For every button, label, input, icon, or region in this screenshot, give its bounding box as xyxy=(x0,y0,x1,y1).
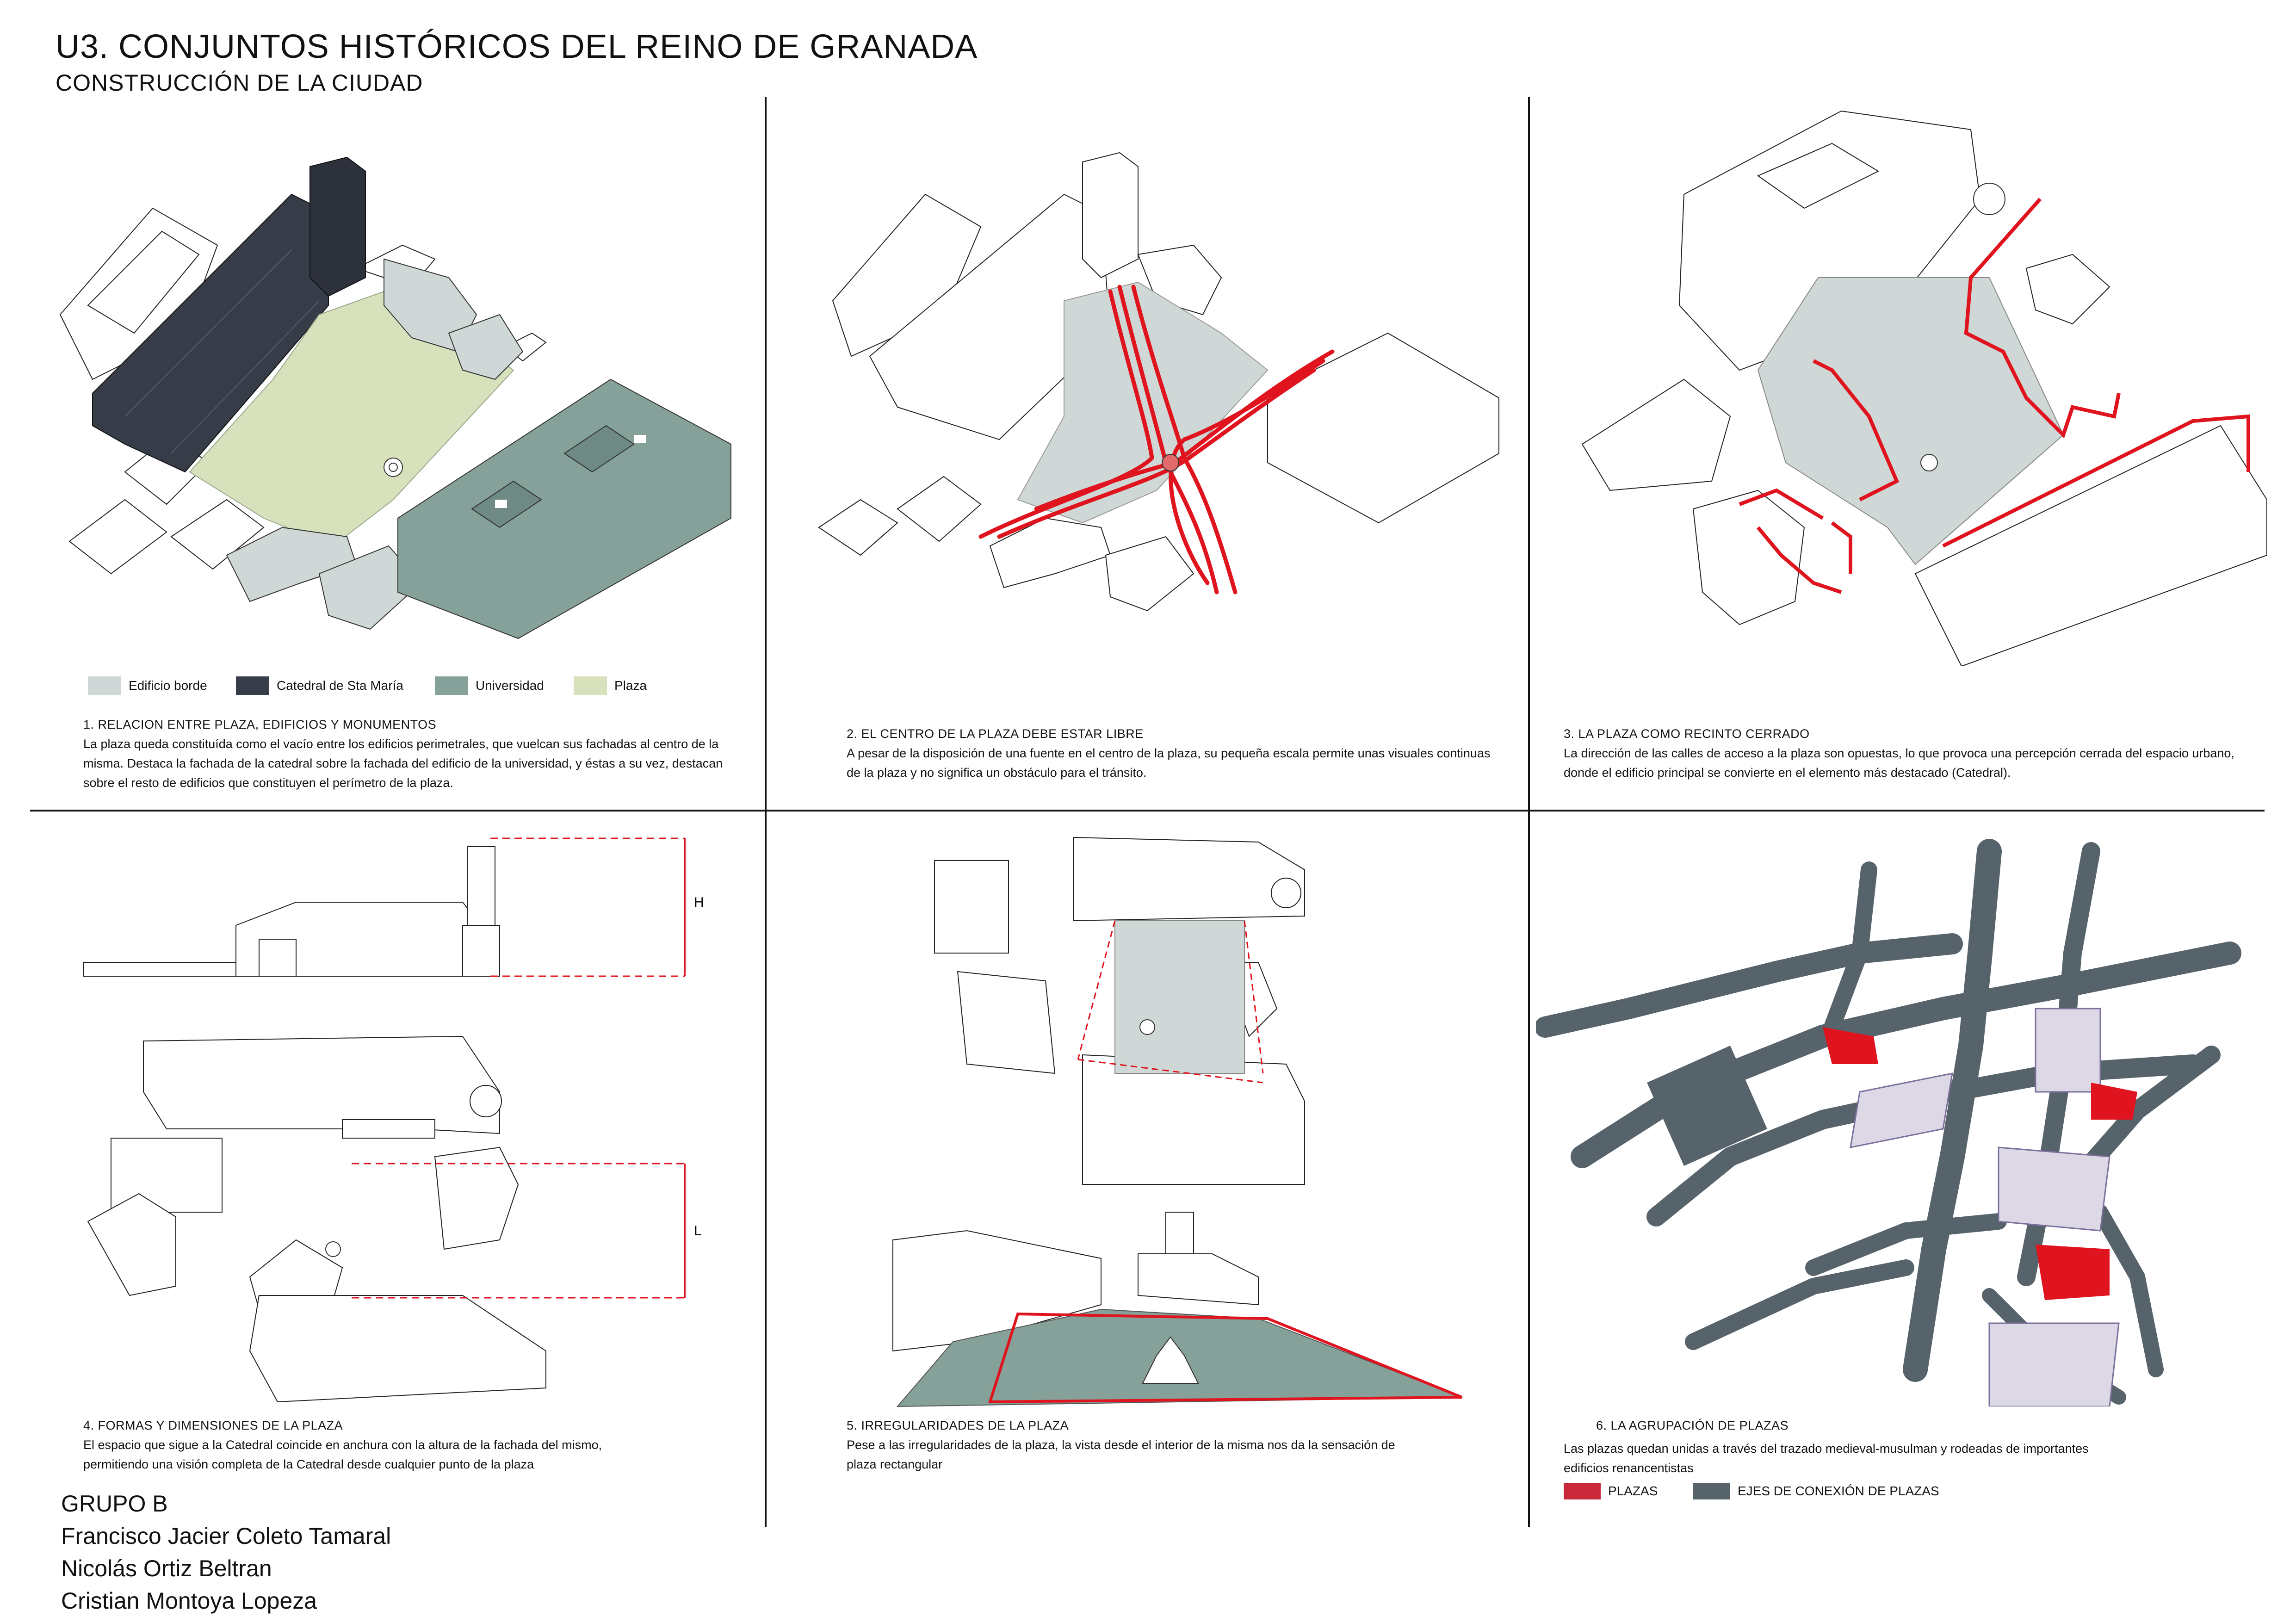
surrounding-building xyxy=(1998,1146,2110,1232)
dome-icon xyxy=(1973,183,2005,215)
surrounding-building xyxy=(2035,1008,2101,1093)
university-mass xyxy=(397,378,731,639)
caption-body: La dirección de las calles de acceso a l… xyxy=(1564,746,2234,780)
length-label: L xyxy=(694,1223,702,1239)
caption-6-heading: 6. LA AGRUPACIÓN DE PLAZAS xyxy=(1596,1416,2128,1435)
authors-block: GRUPO B Francisco Jacier Coleto Tamaral … xyxy=(61,1487,391,1617)
surrounding-building xyxy=(1988,1322,2120,1406)
legend-swatch xyxy=(88,676,121,695)
buildings-3 xyxy=(1581,110,2267,666)
legend-label: Catedral de Sta María xyxy=(277,678,403,693)
legend-label: EJES DE CONEXIÓN DE PLAZAS xyxy=(1738,1484,1939,1498)
length-dimension xyxy=(352,1163,685,1299)
border-buildings-1 xyxy=(226,258,524,630)
legend-swatch xyxy=(1564,1483,1601,1499)
caption-heading: 6. LA AGRUPACIÓN DE PLAZAS xyxy=(1596,1419,1789,1432)
cathedral-mass xyxy=(92,156,366,473)
enclosure-outline xyxy=(1739,198,2250,594)
legend-plazas: PLAZAS xyxy=(1564,1483,1658,1499)
legend-universidad: Universidad xyxy=(435,676,544,695)
height-dimension xyxy=(490,837,685,977)
caption-body: A pesar de la disposición de una fuente … xyxy=(847,746,1491,780)
perceived-rectangle xyxy=(988,1312,1463,1404)
plan-drawing xyxy=(87,1035,546,1403)
plaza-surface-2 xyxy=(1017,281,1269,524)
poster-title: U3. CONJUNTOS HISTÓRICOS DEL REINO DE GR… xyxy=(56,28,978,65)
diagram-6-plaza-network xyxy=(1536,839,2241,1406)
caption-5: 5. IRREGULARIDADES DE LA PLAZA Pese a la… xyxy=(847,1416,1402,1474)
legend-label: Plaza xyxy=(614,678,647,693)
legend-ejes: EJES DE CONEXIÓN DE PLAZAS xyxy=(1693,1483,1939,1499)
caption-body: Pese a las irregularidades de la plaza, … xyxy=(847,1438,1395,1471)
legend-edificio-borde: Edificio borde xyxy=(88,676,207,695)
caption-heading: 3. LA PLAZA COMO RECINTO CERRADO xyxy=(1564,727,1810,741)
buildings-2 xyxy=(818,152,1499,612)
caption-heading: 2. EL CENTRO DE LA PLAZA DEBE ESTAR LIBR… xyxy=(847,727,1144,741)
caption-1: 1. RELACION ENTRE PLAZA, EDIFICIOS Y MON… xyxy=(83,715,740,793)
legend-swatch xyxy=(435,676,468,695)
fountain-icon xyxy=(1920,454,1938,471)
elevation-drawing xyxy=(83,846,500,977)
author-name: Francisco Jacier Coleto Tamaral xyxy=(61,1523,391,1549)
legend-plaza: Plaza xyxy=(574,676,647,695)
caption-2: 2. EL CENTRO DE LA PLAZA DEBE ESTAR LIBR… xyxy=(847,724,1504,782)
caption-heading: 5. IRREGULARIDADES DE LA PLAZA xyxy=(847,1419,1069,1432)
legend-label: Universidad xyxy=(476,678,544,693)
caption-body: La plaza queda constituída como el vacío… xyxy=(83,737,723,790)
fountain-silhouette xyxy=(1142,1336,1199,1384)
caption-heading: 1. RELACION ENTRE PLAZA, EDIFICIOS Y MON… xyxy=(83,718,437,731)
diagram-3-closed-enclosure xyxy=(1581,110,2267,666)
diagram-2-free-center xyxy=(818,152,1499,612)
caption-body: Las plazas quedan unidas a través del tr… xyxy=(1564,1442,2089,1475)
caption-3: 3. LA PLAZA COMO RECINTO CERRADO La dire… xyxy=(1564,724,2258,782)
plaza-surface-3 xyxy=(1757,277,2064,565)
fountain-icon xyxy=(1139,1019,1155,1035)
axis-block-west xyxy=(1647,1046,1767,1166)
interior-view-buildings xyxy=(892,1212,1259,1352)
diagram-4-dimensions: H L xyxy=(83,837,704,1403)
fountain-icon xyxy=(1162,454,1179,471)
poster-subtitle: CONSTRUCCIÓN DE LA CIUDAD xyxy=(56,70,423,96)
surrounding-building xyxy=(1850,1072,1953,1148)
plaza-2 xyxy=(2091,1083,2137,1120)
fountain-icon xyxy=(384,458,403,477)
plaza-surface-5 xyxy=(1114,920,1245,1074)
caption-4: 4. FORMAS Y DIMENSIONES DE LA PLAZA El e… xyxy=(83,1416,638,1474)
author-name: Cristian Montoya Lopeza xyxy=(61,1588,317,1614)
legend-swatch xyxy=(1693,1483,1730,1499)
diagram-5-irregularities xyxy=(892,836,1463,1407)
legend-catedral: Catedral de Sta María xyxy=(236,676,403,695)
circulation-lines xyxy=(978,285,1335,595)
plaza-1 xyxy=(1823,1027,1878,1064)
legend-swatch xyxy=(574,676,607,695)
author-name: Nicolás Ortiz Beltran xyxy=(61,1555,272,1581)
legend-swatch xyxy=(236,676,269,695)
group-name: GRUPO B xyxy=(61,1491,168,1517)
legend-label: Edificio borde xyxy=(129,678,207,693)
caption-body: El espacio que sigue a la Catedral coinc… xyxy=(83,1438,602,1471)
caption-6-body: Las plazas quedan unidas a través del tr… xyxy=(1564,1439,2119,1478)
irregular-outline xyxy=(1077,920,1264,1084)
legend-label: PLAZAS xyxy=(1608,1484,1658,1498)
fountain-icon xyxy=(325,1241,341,1257)
plaza-3 xyxy=(2036,1245,2110,1300)
caption-heading: 4. FORMAS Y DIMENSIONES DE LA PLAZA xyxy=(83,1419,343,1432)
height-label: H xyxy=(694,895,704,910)
diagram-1-plaza-buildings xyxy=(59,156,731,639)
